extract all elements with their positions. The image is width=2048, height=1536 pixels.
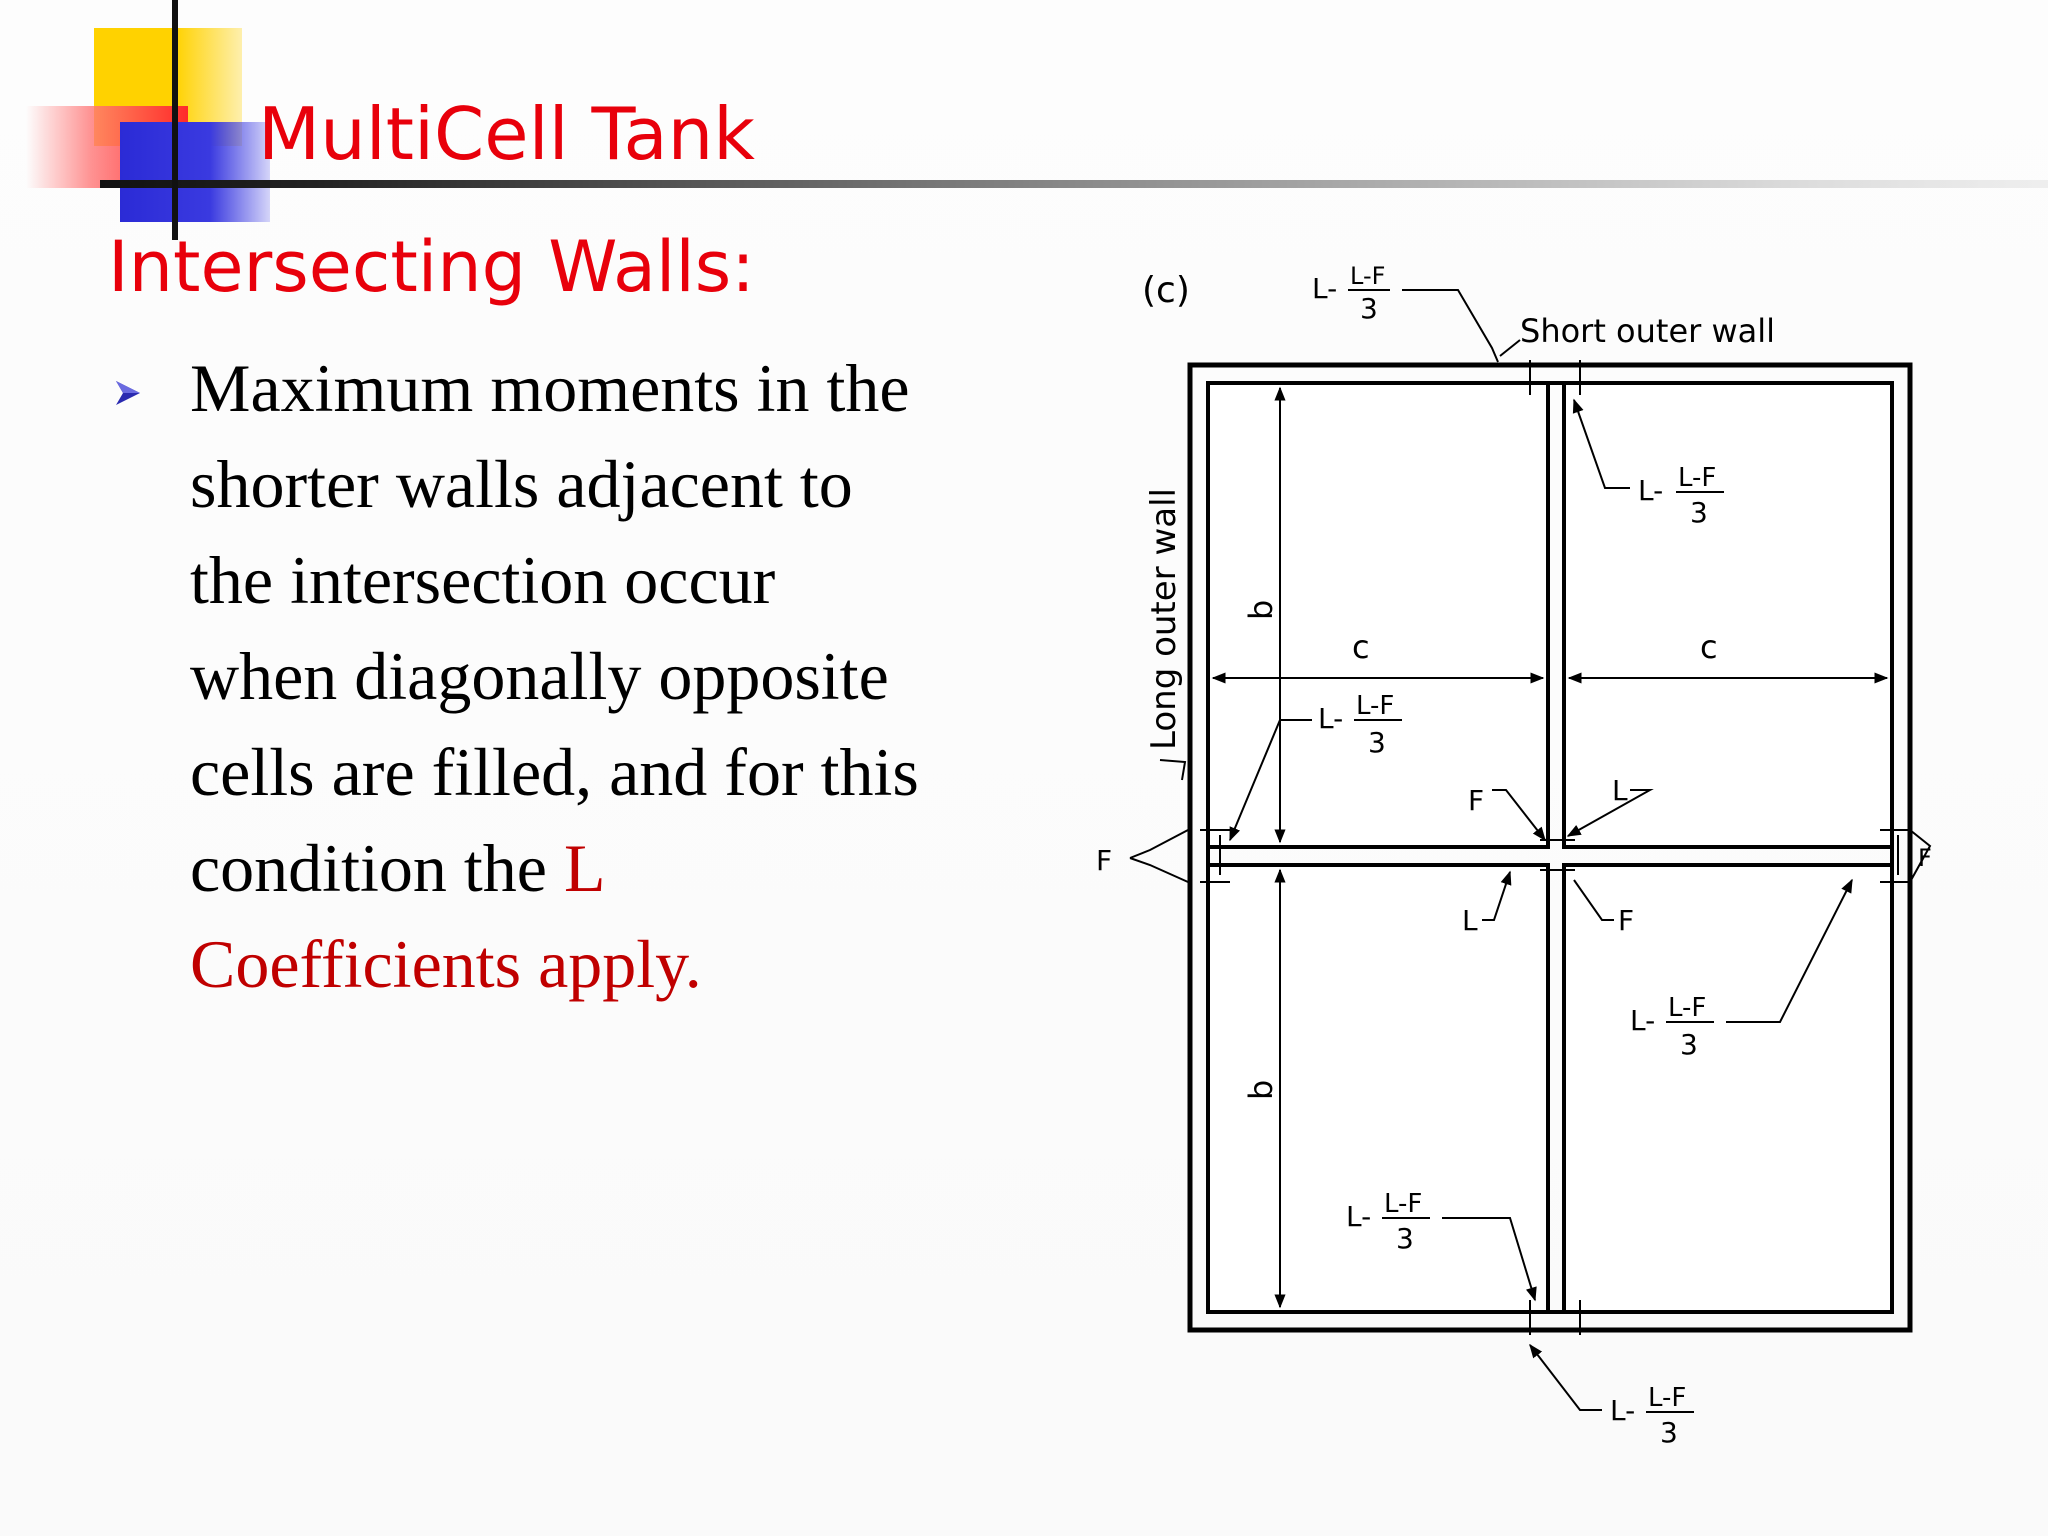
- label-F-lower: F: [1573, 879, 1634, 937]
- svg-text:L-: L-: [1318, 702, 1343, 735]
- cell-top-right: [1562, 381, 1894, 849]
- svg-text:3: 3: [1396, 1222, 1414, 1255]
- fraction-label-top: L- L-F 3: [1312, 262, 1499, 363]
- panel-label: (c): [1142, 270, 1190, 311]
- highlight-text: Coefficients apply.: [190, 926, 702, 1002]
- decorative-vertical-line: [172, 0, 178, 240]
- svg-text:L-F: L-F: [1678, 463, 1716, 493]
- highlight-text: L: [563, 830, 606, 906]
- svg-text:L-: L-: [1630, 1004, 1655, 1037]
- cell-bottom-right: [1562, 863, 1894, 1314]
- wall-tick-marks: [1200, 360, 1910, 1335]
- bullet-text: Maximum moments in the shorter walls adj…: [190, 340, 1090, 1012]
- svg-text:3: 3: [1360, 292, 1378, 325]
- svg-text:3: 3: [1368, 726, 1386, 759]
- svg-text:L-: L-: [1346, 1200, 1371, 1233]
- svg-text:F: F: [1618, 904, 1634, 937]
- svg-text:L-F: L-F: [1350, 262, 1385, 290]
- short-wall-label: Short outer wall: [1520, 312, 1775, 350]
- fraction-label-center-left: L- L-F 3: [1229, 691, 1402, 842]
- bullet-line: Maximum moments in the: [190, 350, 910, 426]
- svg-text:L-F: L-F: [1356, 691, 1394, 721]
- bullet-line: the intersection occur: [190, 542, 776, 618]
- fraction-label-bottom: L- L-F 3: [1529, 1343, 1694, 1449]
- label-L-lower: L: [1462, 870, 1512, 937]
- dimension-label-b: b: [1242, 1080, 1280, 1100]
- slide-title: MultiCell Tank: [258, 92, 755, 176]
- fraction-label-top-right: L- L-F 3: [1572, 398, 1724, 529]
- dimension-label-c: c: [1352, 628, 1370, 666]
- svg-text:L: L: [1612, 774, 1628, 807]
- svg-text:3: 3: [1680, 1028, 1698, 1061]
- fraction-label-bottom-left: L- L-F 3: [1346, 1189, 1537, 1302]
- leader-line: [1159, 759, 1187, 781]
- section-heading: Intersecting Walls:: [108, 226, 755, 308]
- svg-text:L-: L-: [1638, 474, 1663, 507]
- bullet-line: cells are filled, and for this: [190, 734, 919, 810]
- svg-text:L-F: L-F: [1668, 993, 1706, 1023]
- bullet-line: when diagonally opposite: [190, 638, 889, 714]
- long-wall-label: Long outer wall: [1144, 488, 1184, 750]
- svg-text:F: F: [1096, 844, 1112, 877]
- svg-text:L-: L-: [1610, 1394, 1635, 1427]
- cell-top-left: [1206, 381, 1550, 849]
- multicell-tank-diagram: (c) Short outer wall Long outer wall b b…: [1096, 262, 1932, 1449]
- bullet-line: condition the: [190, 830, 564, 906]
- decorative-blue-square: [120, 122, 270, 222]
- fraction-label-bottom-right: L- L-F 3: [1630, 878, 1853, 1061]
- svg-text:3: 3: [1690, 496, 1708, 529]
- svg-text:3: 3: [1660, 1416, 1678, 1449]
- label-F-center: F: [1468, 784, 1546, 842]
- cell-bottom-left: [1206, 863, 1550, 1314]
- bullet-line: shorter walls adjacent to: [190, 446, 853, 522]
- leader-line: [1499, 339, 1521, 357]
- svg-text:F: F: [1468, 784, 1484, 817]
- label-F-left: F: [1096, 829, 1189, 883]
- dimension-label-b: b: [1242, 600, 1280, 620]
- label-F-right: F: [1909, 829, 1932, 883]
- tank-outer-wall: [1187, 362, 1913, 1333]
- arrowhead-bullet-icon: [116, 381, 140, 405]
- dimension-label-c: c: [1700, 628, 1718, 666]
- svg-text:L-: L-: [1312, 272, 1337, 305]
- title-underline: [100, 180, 2048, 188]
- svg-text:L-F: L-F: [1384, 1189, 1422, 1219]
- svg-text:L-F: L-F: [1648, 1383, 1686, 1413]
- label-L-center: L: [1566, 774, 1654, 837]
- svg-text:L: L: [1462, 904, 1478, 937]
